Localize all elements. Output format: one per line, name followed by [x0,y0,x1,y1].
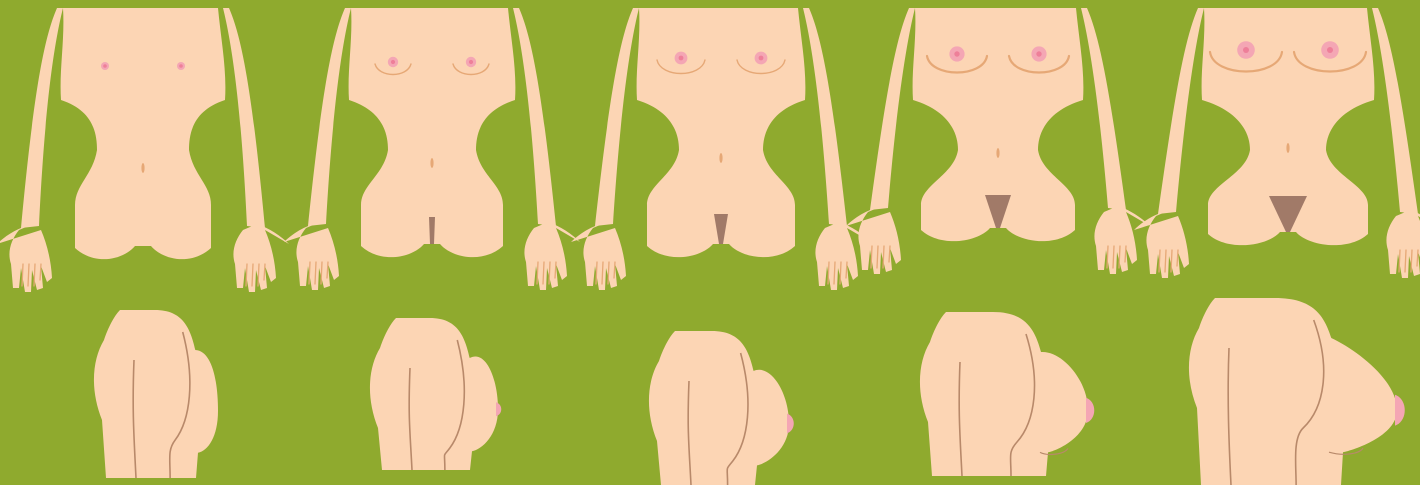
nipple [954,51,959,56]
nipple [1327,47,1333,53]
nipple [1036,51,1041,56]
pubic-hair [429,217,435,244]
navel [430,158,433,168]
navel [141,163,144,173]
nipple [103,64,107,68]
nipple [1243,47,1249,53]
navel [1286,143,1289,153]
navel [719,153,722,163]
nipple [759,56,764,61]
nipple [469,60,473,64]
navel [996,148,999,158]
nipple [391,60,395,64]
nipple [679,56,684,61]
nipple [179,64,183,68]
